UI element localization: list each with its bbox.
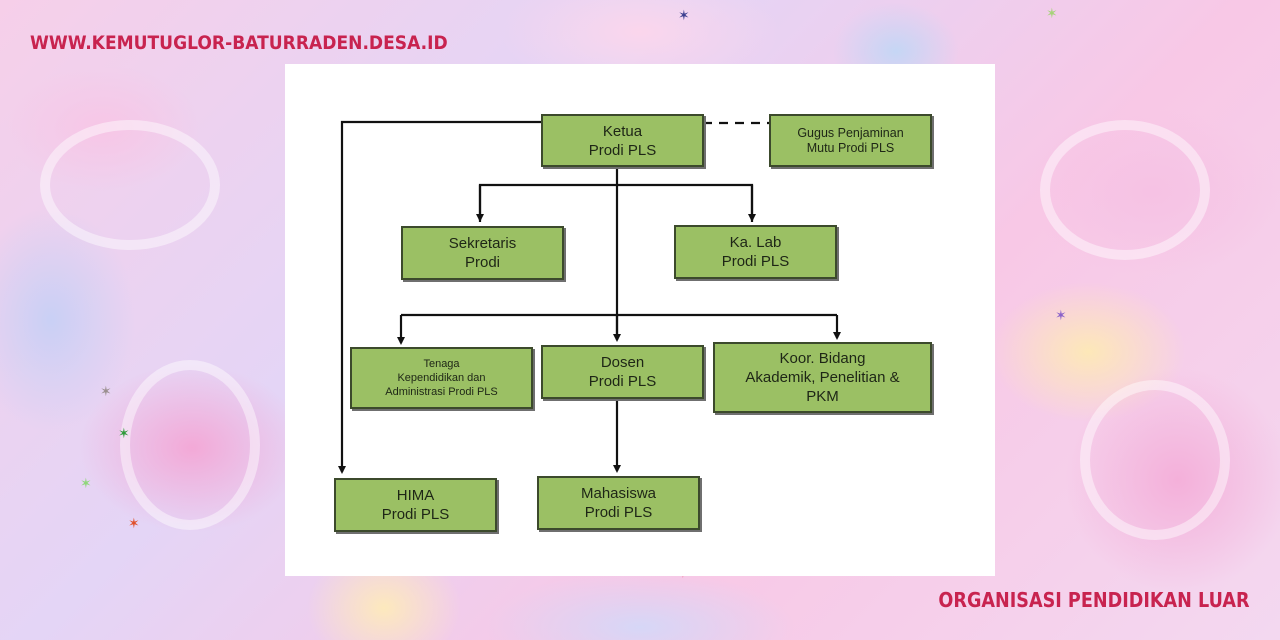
background-swirl [40,120,220,250]
connector-hima [338,120,542,474]
background-swirl [1040,120,1210,260]
star-icon: ✶ [678,7,690,23]
star-icon: ✶ [80,475,92,491]
star-icon: ✶ [1055,307,1067,323]
box-ketua: Ketua Prodi PLS [541,114,704,167]
box-gugus-penjaminan: Gugus Penjaminan Mutu Prodi PLS [769,114,932,167]
star-icon: ✶ [118,425,130,441]
box-mahasiswa: Mahasiswa Prodi PLS [537,476,700,530]
box-dosen: Dosen Prodi PLS [541,345,704,399]
box-sekretaris: Sekretaris Prodi [401,226,564,280]
page-topic-title: ORGANISASI PENDIDIKAN LUAR [938,588,1250,612]
star-icon: ✶ [100,383,112,399]
site-url[interactable]: WWW.KEMUTUGLOR-BATURRADEN.DESA.ID [30,32,448,54]
box-hima: HIMA Prodi PLS [334,478,497,532]
box-koor-bidang: Koor. Bidang Akademik, Penelitian & PKM [713,342,932,413]
background-swirl [120,360,260,530]
star-icon: ✶ [1046,5,1058,21]
org-chart-connectors [338,120,841,474]
box-kalab: Ka. Lab Prodi PLS [674,225,837,279]
background-swirl [1080,380,1230,540]
box-tenaga-kependidikan: Tenaga Kependidikan dan Administrasi Pro… [350,347,533,409]
star-icon: ✶ [128,515,140,531]
org-chart-panel: Ketua Prodi PLS Gugus Penjaminan Mutu Pr… [285,64,995,576]
